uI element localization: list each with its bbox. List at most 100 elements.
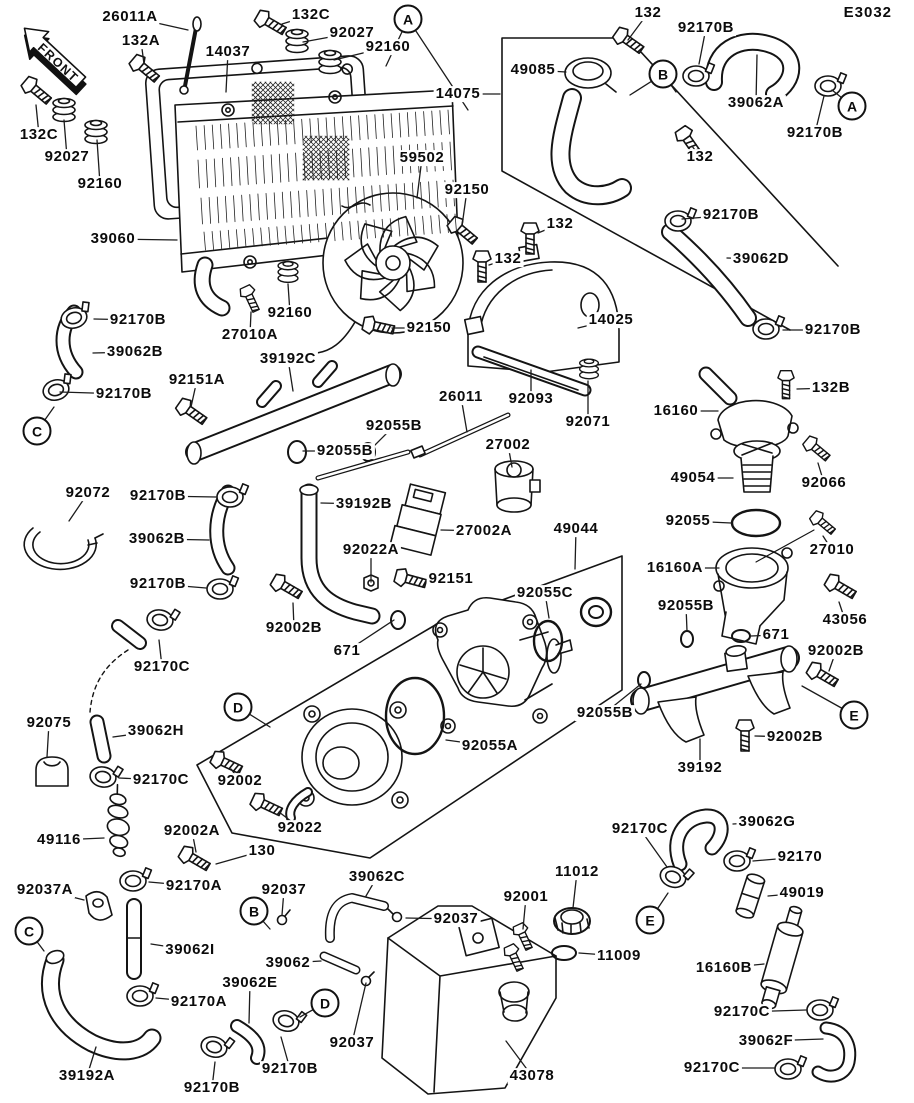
small-clips-92037 (276, 908, 403, 987)
part-number-label: 92150 (404, 319, 454, 337)
hoses-and-pipes (41, 32, 857, 1083)
part-number-label: 43056 (820, 611, 870, 629)
part-number-label: 39062F (736, 1032, 796, 1050)
part-number-label: 39062E (220, 974, 280, 992)
part-number-label: 92150 (442, 181, 492, 199)
part-number-label: 39062B (104, 343, 166, 361)
part-number-label: 92071 (563, 413, 613, 431)
wire-ring (23, 527, 104, 571)
part-number-label: 92170B (675, 19, 737, 37)
part-number-label: 49019 (777, 884, 827, 902)
part-number-label: 92037 (259, 881, 309, 899)
part-number-label: 92160 (363, 38, 413, 56)
part-number-label: 39062I (163, 941, 217, 959)
part-number-label: 39060 (88, 230, 138, 248)
thermostat (733, 440, 781, 493)
part-number-label: 43078 (507, 1067, 557, 1085)
part-number-label: 39062D (730, 250, 792, 268)
part-number-label: 671 (331, 642, 363, 660)
part-number-label: 39062B (126, 530, 188, 548)
part-number-label: 92160 (75, 175, 125, 193)
temp-sensor-49116 (106, 783, 130, 858)
part-number-label: 92170 (775, 848, 825, 866)
part-number-label: 92170B (127, 575, 189, 593)
part-number-label: 92055A (459, 737, 521, 755)
part-number-label: 14075 (433, 85, 483, 103)
o-rings (287, 440, 782, 756)
part-number-label: 16160 (651, 402, 701, 420)
part-number-label: 671 (760, 626, 792, 644)
reserve-tank (381, 905, 557, 1095)
part-number-label: 27002 (483, 436, 533, 454)
part-number-label: 92066 (799, 474, 849, 492)
part-number-label: 132C (289, 6, 333, 24)
nut-92022A (363, 574, 379, 592)
callout-circle-e: E (635, 905, 665, 935)
breather-joint (735, 873, 766, 919)
fan-switch (494, 460, 541, 513)
part-number-label: 59502 (397, 149, 447, 167)
part-number-label: 92170B (784, 124, 846, 142)
callout-circle-b: B (648, 59, 678, 89)
part-number-label: 92151 (426, 570, 476, 588)
part-number-label: 92002B (263, 619, 325, 637)
part-number-label: 92170A (168, 993, 230, 1011)
bracket-92037A (85, 890, 113, 921)
part-number-label: 92055B (655, 597, 717, 615)
part-number-label: 92170B (107, 311, 169, 329)
part-number-label: 27002A (453, 522, 515, 540)
part-number-label: 14037 (203, 43, 253, 61)
part-number-label: 92170B (802, 321, 864, 339)
part-number-label: 92170B (259, 1060, 321, 1078)
part-number-label: 39192 (675, 759, 725, 777)
part-number-label: 92170B (127, 487, 189, 505)
part-number-label: 92170A (163, 877, 225, 895)
part-number-label: 92022A (340, 541, 402, 559)
part-number-label: 92027 (327, 24, 377, 42)
part-number-label: 49044 (551, 520, 601, 538)
part-number-label: 92170B (93, 385, 155, 403)
radiator-cap (564, 57, 617, 93)
part-number-label: 92027 (42, 148, 92, 166)
part-number-label: 16160B (693, 959, 755, 977)
callout-circle-a: A (393, 4, 423, 34)
part-number-label: 92002A (161, 822, 223, 840)
cable-26011 (315, 412, 511, 481)
part-number-label: 92055 (663, 512, 713, 530)
callout-circle-c: C (22, 416, 52, 446)
part-number-label: 132B (809, 379, 853, 397)
part-number-label: 39062 (263, 954, 313, 972)
part-number-label: 92151A (166, 371, 228, 389)
part-number-label: 26011 (437, 388, 485, 406)
callout-circle-e: E (839, 700, 869, 730)
breather-filter (760, 905, 804, 1010)
part-number-label: 92002 (215, 772, 265, 790)
water-pump (432, 596, 573, 734)
outlet-manifold-fittings (657, 645, 791, 743)
part-number-label: 92055B (574, 704, 636, 722)
part-number-label: 92002B (764, 728, 826, 746)
part-number-label: 39062H (125, 722, 187, 740)
part-number-label: 92055B (314, 442, 376, 460)
part-number-label: 49085 (508, 61, 558, 79)
part-number-label: 132A (119, 32, 163, 50)
part-number-label: 92055C (514, 584, 576, 602)
part-number-label: 92170C (130, 771, 192, 789)
part-number-label: 92075 (24, 714, 74, 732)
part-number-label: 92170C (131, 658, 193, 676)
part-number-label: 92170C (681, 1059, 743, 1077)
callout-circle-c: C (14, 916, 44, 946)
pin-26011A (179, 16, 202, 95)
callout-circle-b: B (239, 896, 269, 926)
part-number-label: 92160 (265, 304, 315, 322)
part-number-label: 92037 (327, 1034, 377, 1052)
part-number-label: 39062C (346, 868, 408, 886)
part-number-label: 49054 (668, 469, 718, 487)
part-number-label: 92170B (181, 1079, 243, 1097)
water-pump-cover (285, 701, 409, 823)
tank-cap (553, 907, 591, 935)
part-number-label: 39192C (257, 350, 319, 368)
radiator-fins (195, 81, 457, 251)
